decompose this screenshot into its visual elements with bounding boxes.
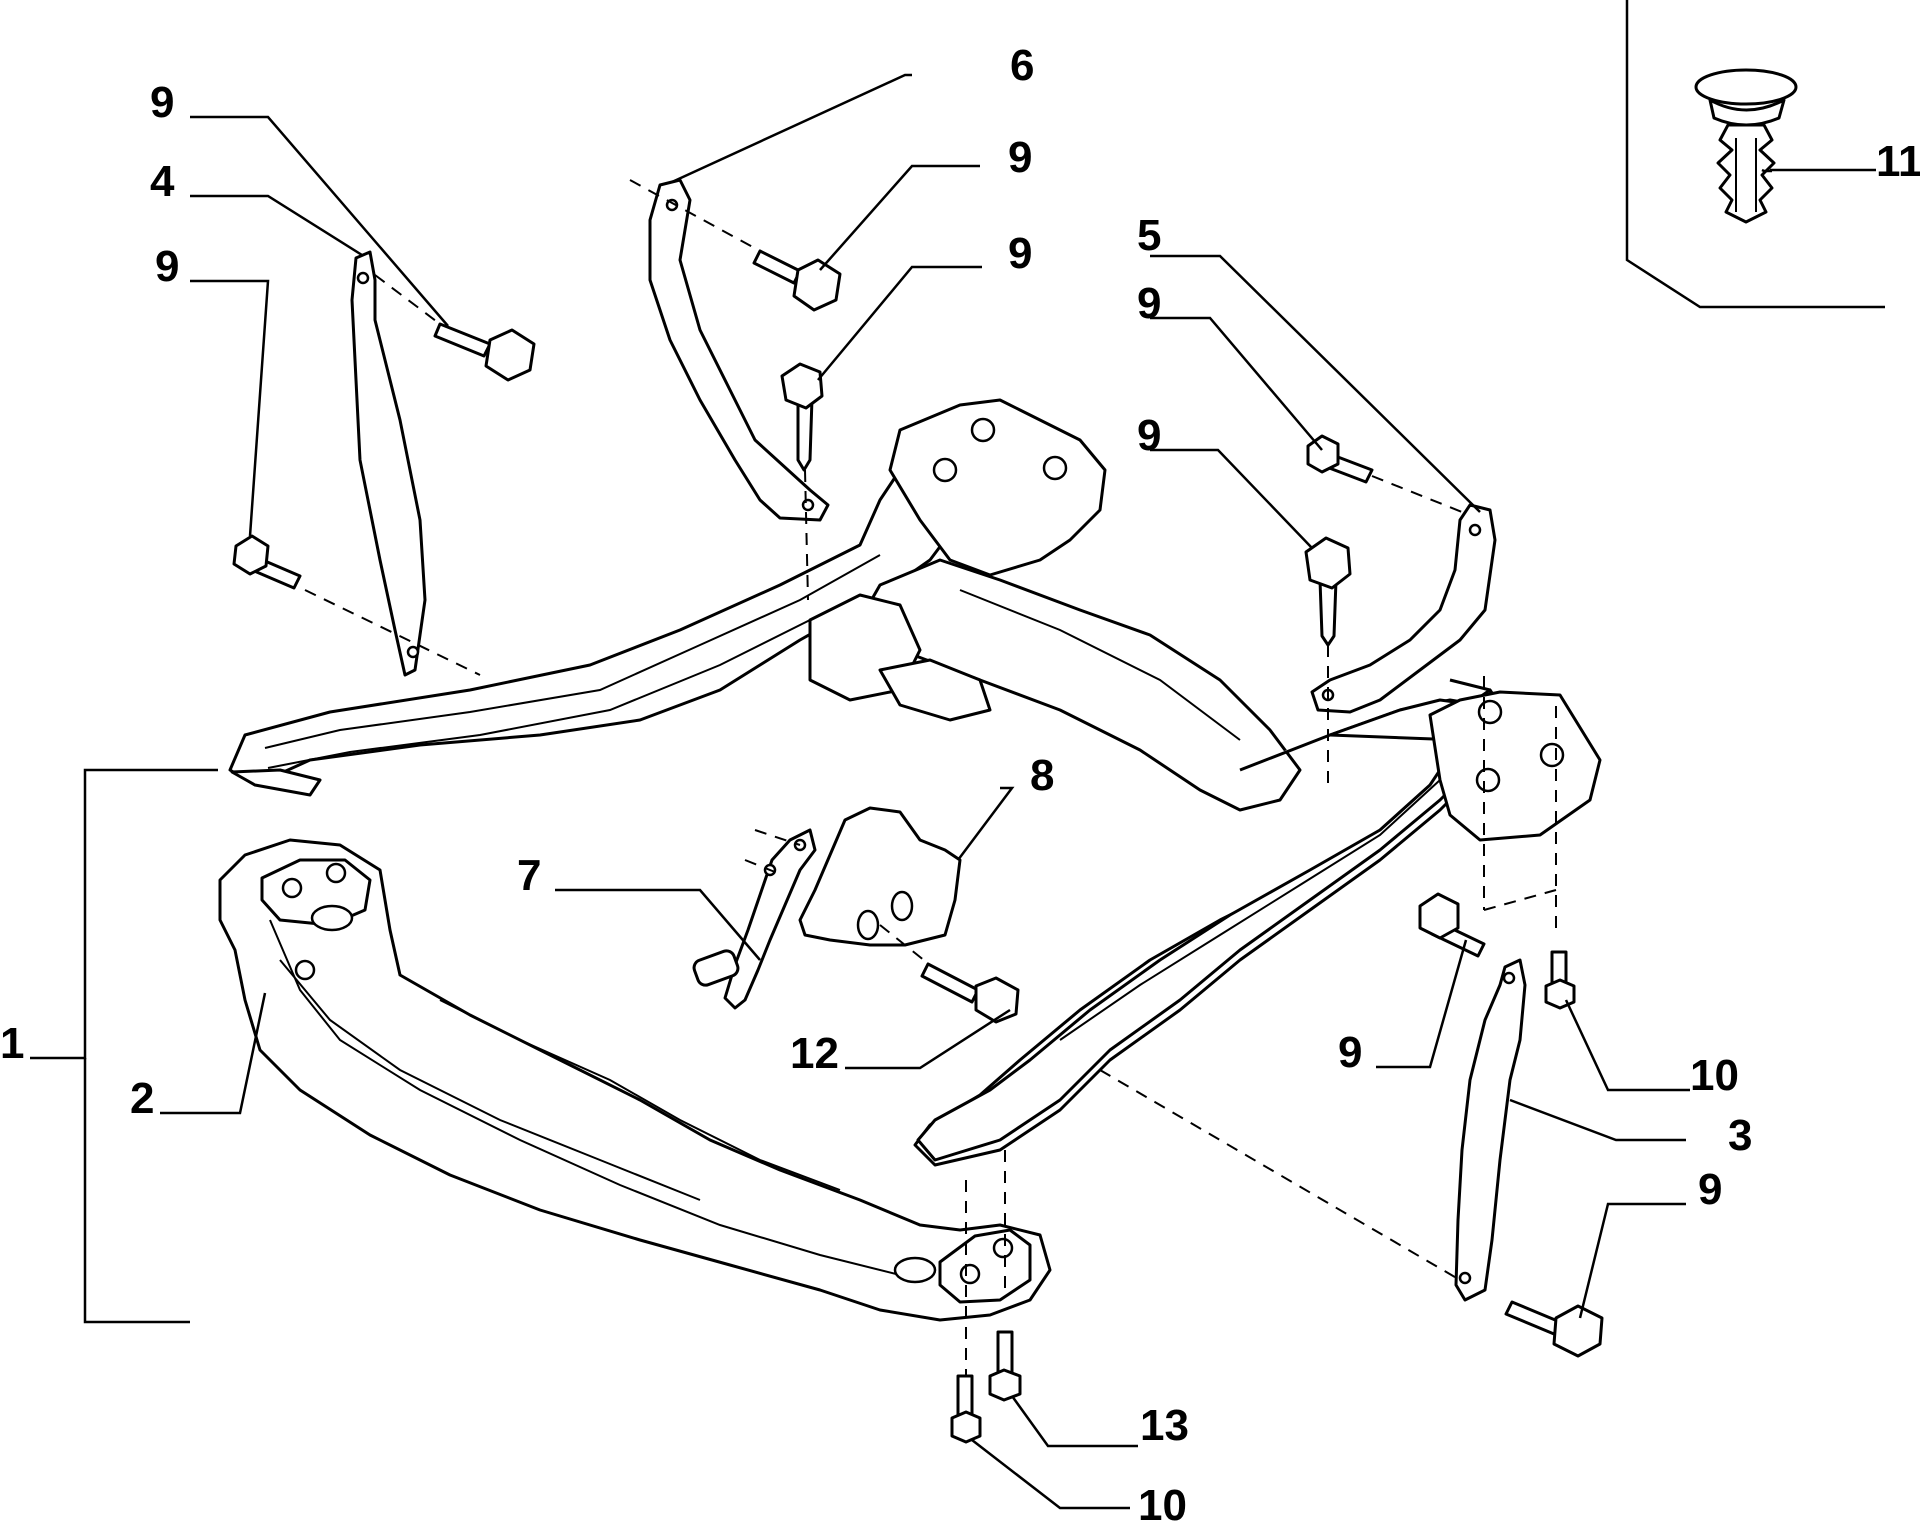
inset-frame bbox=[1625, 0, 1885, 309]
bracket-part-5 bbox=[1310, 503, 1497, 714]
callout-9f: 9 bbox=[1137, 411, 1161, 460]
callout-5: 5 bbox=[1137, 211, 1161, 260]
mount-part-8 bbox=[798, 806, 962, 947]
callout-9b: 9 bbox=[155, 242, 179, 291]
strut-part-3 bbox=[1454, 958, 1527, 1302]
leader-lines bbox=[30, 73, 1876, 1510]
bolt-5 bbox=[1306, 434, 1374, 484]
push-clip-part-11 bbox=[1694, 68, 1798, 224]
callout-9c: 9 bbox=[1008, 133, 1032, 182]
callout-9g: 9 bbox=[1338, 1028, 1362, 1077]
callout-9a: 9 bbox=[150, 78, 174, 127]
callout-9h: 9 bbox=[1698, 1165, 1722, 1214]
callout-4: 4 bbox=[150, 157, 175, 206]
callout-8: 8 bbox=[1030, 751, 1054, 800]
callout-3: 3 bbox=[1728, 1111, 1752, 1160]
callout-11: 11 bbox=[1876, 137, 1920, 186]
bolt-8 bbox=[1504, 1300, 1604, 1358]
callout-9d: 9 bbox=[1008, 229, 1032, 278]
bolt-7 bbox=[1418, 892, 1486, 958]
callout-9e: 9 bbox=[1137, 279, 1161, 328]
callout-10b: 10 bbox=[1138, 1481, 1187, 1525]
callout-12: 12 bbox=[790, 1029, 839, 1078]
callout-2: 2 bbox=[130, 1074, 154, 1123]
strut-part-4 bbox=[350, 250, 427, 677]
bolt-6 bbox=[1304, 536, 1352, 647]
bolt-4 bbox=[780, 362, 824, 472]
callout-1: 1 bbox=[0, 1019, 24, 1068]
bolt-2 bbox=[232, 534, 302, 590]
bolt-3 bbox=[752, 249, 842, 312]
bracket-part-6 bbox=[648, 178, 830, 522]
bolt-1 bbox=[433, 322, 536, 382]
bolt-10a bbox=[1544, 950, 1576, 1010]
bolt-10b bbox=[950, 1374, 982, 1444]
callout-6: 6 bbox=[1010, 41, 1034, 90]
callout-13: 13 bbox=[1140, 1401, 1189, 1450]
front-cross-member-part-2 bbox=[218, 838, 1052, 1322]
subframe-part-1 bbox=[228, 398, 1602, 1167]
bolt-13 bbox=[988, 1330, 1022, 1402]
callout-7: 7 bbox=[517, 851, 541, 900]
link-arm-part-7 bbox=[692, 828, 817, 1010]
callout-10a: 10 bbox=[1690, 1051, 1739, 1100]
assembly-lines bbox=[304, 179, 1557, 1376]
callout-labels: 9 4 9 6 9 9 5 9 9 8 7 12 9 10 3 9 11 1 2… bbox=[0, 41, 1920, 1525]
